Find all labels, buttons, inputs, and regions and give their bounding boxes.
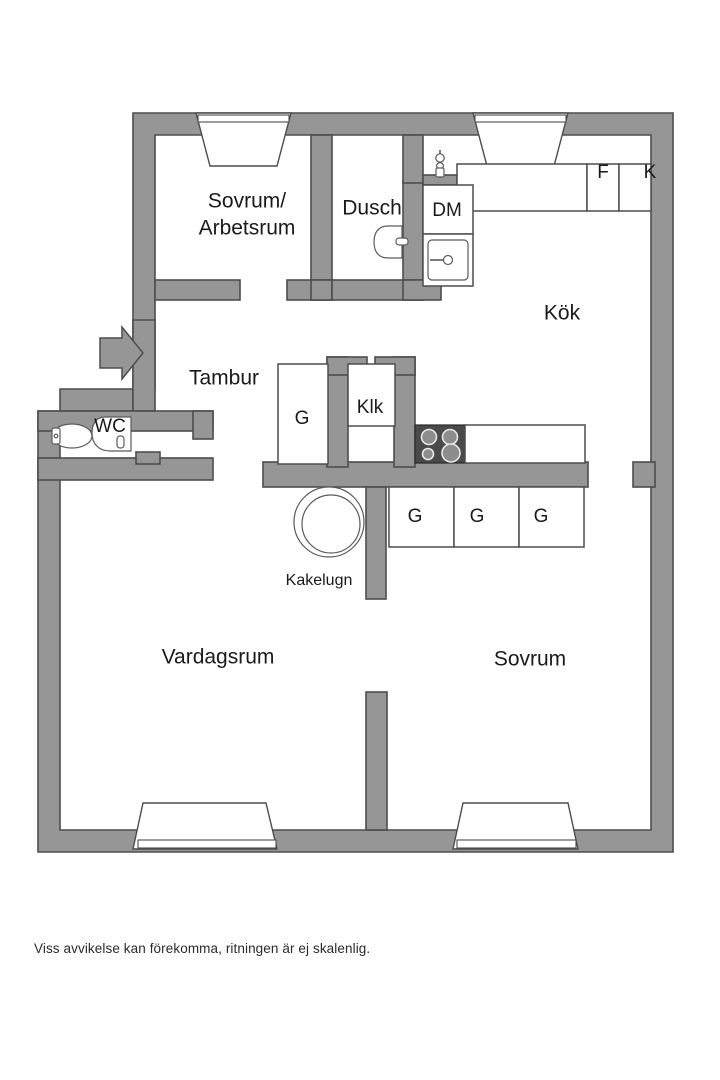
wall-structure — [37, 112, 674, 853]
stove-unit — [414, 424, 466, 464]
label-vardagsrum: Vardagsrum — [162, 646, 275, 669]
label-sovrum-arbetsrum-line2: Arbetsrum — [199, 217, 296, 240]
kitchen-fixtures — [414, 150, 652, 464]
window-kok — [472, 112, 569, 167]
kakelugn-stove — [293, 486, 365, 558]
wall-wc-bottom-notch — [135, 451, 161, 465]
partition-sovrum-dusch — [310, 134, 333, 301]
burner-front-left — [421, 447, 435, 461]
washer-faucet-icon — [435, 150, 445, 178]
fixture-labels: DM F K Klk G G G G Kakelugn — [286, 162, 657, 589]
label-sovrum-arbetsrum-line1: Sovrum/ — [208, 190, 286, 213]
label-wc: WC — [94, 416, 126, 437]
wall-kakelugn-right — [365, 486, 387, 600]
wardrobe-3 — [518, 486, 585, 548]
label-klk: Klk — [357, 397, 384, 418]
wall-wc-right-stub — [192, 410, 214, 440]
label-sovrum: Sovrum — [494, 648, 566, 671]
label-wardrobe-1: G — [408, 506, 423, 527]
label-dm: DM — [432, 200, 462, 221]
wardrobe-2 — [453, 486, 520, 548]
freezer-cabinet — [618, 163, 652, 212]
closet-klk — [347, 363, 396, 427]
label-kakelugn: Kakelugn — [286, 572, 353, 589]
room-labels: Sovrum/ Arbetsrum Dusch Kök Tambur WC Va… — [94, 190, 580, 671]
wc-sink — [91, 416, 132, 452]
burner-front-right — [441, 443, 461, 463]
label-wardrobe-tambur: G — [295, 408, 310, 429]
kitchen-lower-counter — [464, 424, 586, 464]
label-wardrobe-3: G — [534, 506, 549, 527]
label-kok: Kök — [544, 302, 581, 325]
label-dusch: Dusch — [342, 197, 402, 220]
wall-wc-bottom — [37, 457, 214, 481]
entrance-arrow — [99, 324, 144, 382]
window-sovrum — [452, 802, 579, 850]
wall-tambur-left — [132, 319, 156, 412]
label-wardrobe-2: G — [470, 506, 485, 527]
wc-toilet — [51, 423, 93, 449]
disclaimer-text: Viss avvikelse kan förekomma, ritningen … — [34, 941, 371, 956]
wardrobe-tambur — [277, 363, 329, 465]
label-tambur: Tambur — [189, 367, 259, 390]
burner-back-left — [420, 428, 438, 446]
wall-sovrum-bottom-stub — [154, 279, 241, 301]
bathroom-fixtures — [51, 225, 409, 452]
sink-drain — [442, 254, 454, 266]
closets — [277, 363, 585, 548]
kitchen-upper-counter — [456, 163, 588, 212]
label-fridge: F — [597, 162, 609, 183]
partition-vardagsrum-sovrum — [365, 691, 388, 831]
window-sovrum-arbetsrum — [195, 112, 292, 167]
windows — [132, 112, 579, 850]
burner-back-right — [441, 428, 459, 446]
partition-dusch-kok-upper — [402, 134, 424, 184]
dusch-sink — [373, 225, 409, 259]
label-freezer: K — [644, 162, 657, 183]
partition-sovrum-dusch-foot — [310, 279, 333, 301]
wall-central-horizontal — [262, 461, 589, 488]
window-vardagsrum — [132, 802, 278, 850]
fridge-cabinet — [586, 163, 620, 212]
wall-right-stub — [632, 461, 656, 488]
wardrobe-1 — [388, 486, 455, 548]
dishwasher-unit — [422, 184, 474, 235]
